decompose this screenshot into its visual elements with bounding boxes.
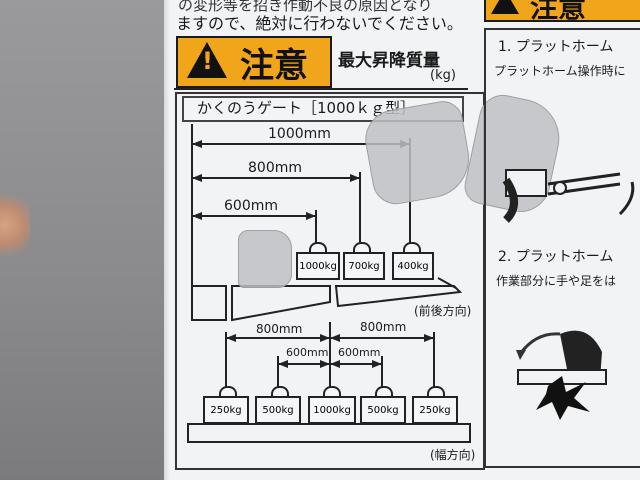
weight-400kg: 400kg <box>392 252 434 280</box>
step2-title: 2. プラットホーム <box>498 249 614 265</box>
exclamation-mark: ! <box>202 47 213 75</box>
max-load-unit: (kg) <box>430 68 456 83</box>
weight-knob <box>427 386 445 398</box>
gate-type-label: かくのうゲート［1000ｋｇ型］ <box>197 99 416 117</box>
width-dim-600mm-left: 600mm <box>286 346 329 359</box>
step1-title: 1. プラットホーム <box>498 39 614 55</box>
front-back-direction: (前後方向) <box>414 304 472 318</box>
warning-triangle-icon <box>187 42 227 78</box>
max-load-title: 最大昇降質量 <box>338 51 440 71</box>
background-surface <box>0 0 180 480</box>
weight-1000kg-center: 1000kg <box>308 396 356 424</box>
weight-250kg-right: 250kg <box>412 396 458 424</box>
right-panel <box>484 28 640 468</box>
header-divider <box>174 88 468 90</box>
right-caution-label: 注意 <box>530 0 587 24</box>
weight-knob <box>219 386 237 398</box>
width-direction: (幅方向) <box>430 448 476 462</box>
top-text-partial: の変形等を招き作動不良の原因となり <box>178 0 433 14</box>
weight-700kg: 700kg <box>343 252 385 280</box>
weight-knob <box>375 386 393 398</box>
light-reflection <box>0 190 30 260</box>
sticker-damage-patch <box>238 230 292 288</box>
caution-label: 注意 <box>240 46 308 86</box>
step1-text: プラットホーム操作時に <box>494 64 626 78</box>
step2-text: 作業部分に手や足をは <box>496 274 617 288</box>
width-dim-600mm-right: 600mm <box>338 346 381 359</box>
dim-label-600mm: 600mm <box>224 198 278 214</box>
right-caution-banner <box>484 0 640 22</box>
width-dim-800mm-left: 800mm <box>256 322 303 336</box>
width-dim-800mm-right: 800mm <box>360 320 407 334</box>
weight-500kg-left: 500kg <box>255 396 301 424</box>
top-text: ますので、絶対に行わないでください。 <box>176 14 463 33</box>
right-warning-triangle-icon <box>491 0 519 14</box>
weight-knob <box>323 386 341 398</box>
dim-label-1000mm: 1000mm <box>268 126 331 142</box>
weight-250kg-left: 250kg <box>203 396 249 424</box>
weight-500kg-right: 500kg <box>360 396 406 424</box>
weight-knob <box>403 242 421 254</box>
weight-knob <box>309 242 327 254</box>
dim-label-800mm: 800mm <box>248 160 302 176</box>
sticker-edge-shadow <box>164 0 170 480</box>
weight-knob <box>353 242 371 254</box>
weight-knob <box>271 386 289 398</box>
weight-1000kg: 1000kg <box>296 252 340 280</box>
